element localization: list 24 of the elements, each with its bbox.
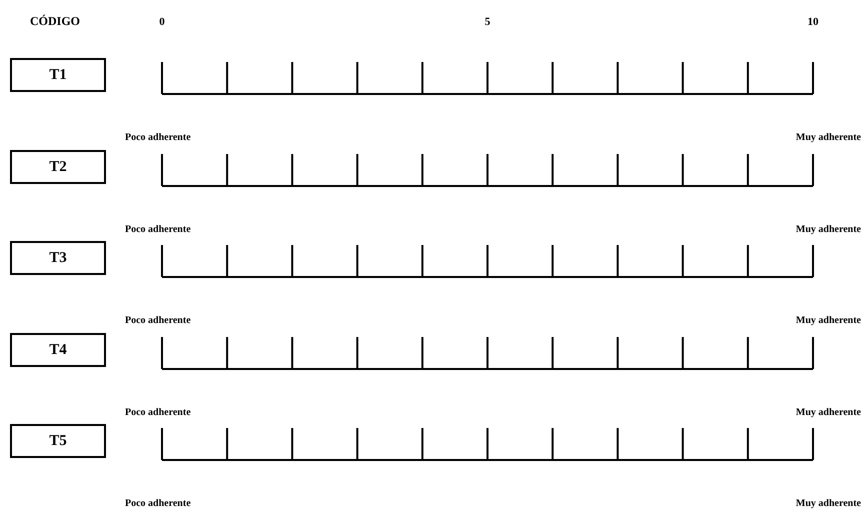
scale-number: 5 [484, 16, 490, 28]
scale-end-label: Muy adherente [796, 498, 861, 509]
code-box [10, 150, 106, 184]
code-box [10, 58, 106, 92]
code-label: T2 [49, 158, 67, 176]
scale-end-label: Poco adherente [125, 407, 191, 418]
code-label: T4 [49, 342, 67, 358]
code-label: T3 [49, 250, 67, 266]
code-label: T5 [49, 432, 67, 450]
scale-number: 10 [808, 16, 818, 28]
scale-end-label: Poco adherente [125, 224, 191, 235]
code-box [10, 424, 106, 458]
scale-end-label: Muy adherente [796, 132, 861, 143]
scale-end-label: Poco adherente [125, 132, 191, 143]
scale-end-label: Poco adherente [125, 315, 191, 326]
code-box [10, 241, 106, 275]
scale-end-label: Muy adherente [796, 315, 861, 326]
scale-number: 0 [159, 16, 165, 28]
scale-end-label: Poco adherente [125, 498, 191, 509]
code-label: T1 [49, 66, 67, 84]
scale-end-label: Muy adherente [796, 224, 861, 235]
code-box [10, 333, 106, 367]
scale-end-label: Muy adherente [796, 407, 861, 418]
column-heading: CÓDIGO [30, 14, 80, 29]
